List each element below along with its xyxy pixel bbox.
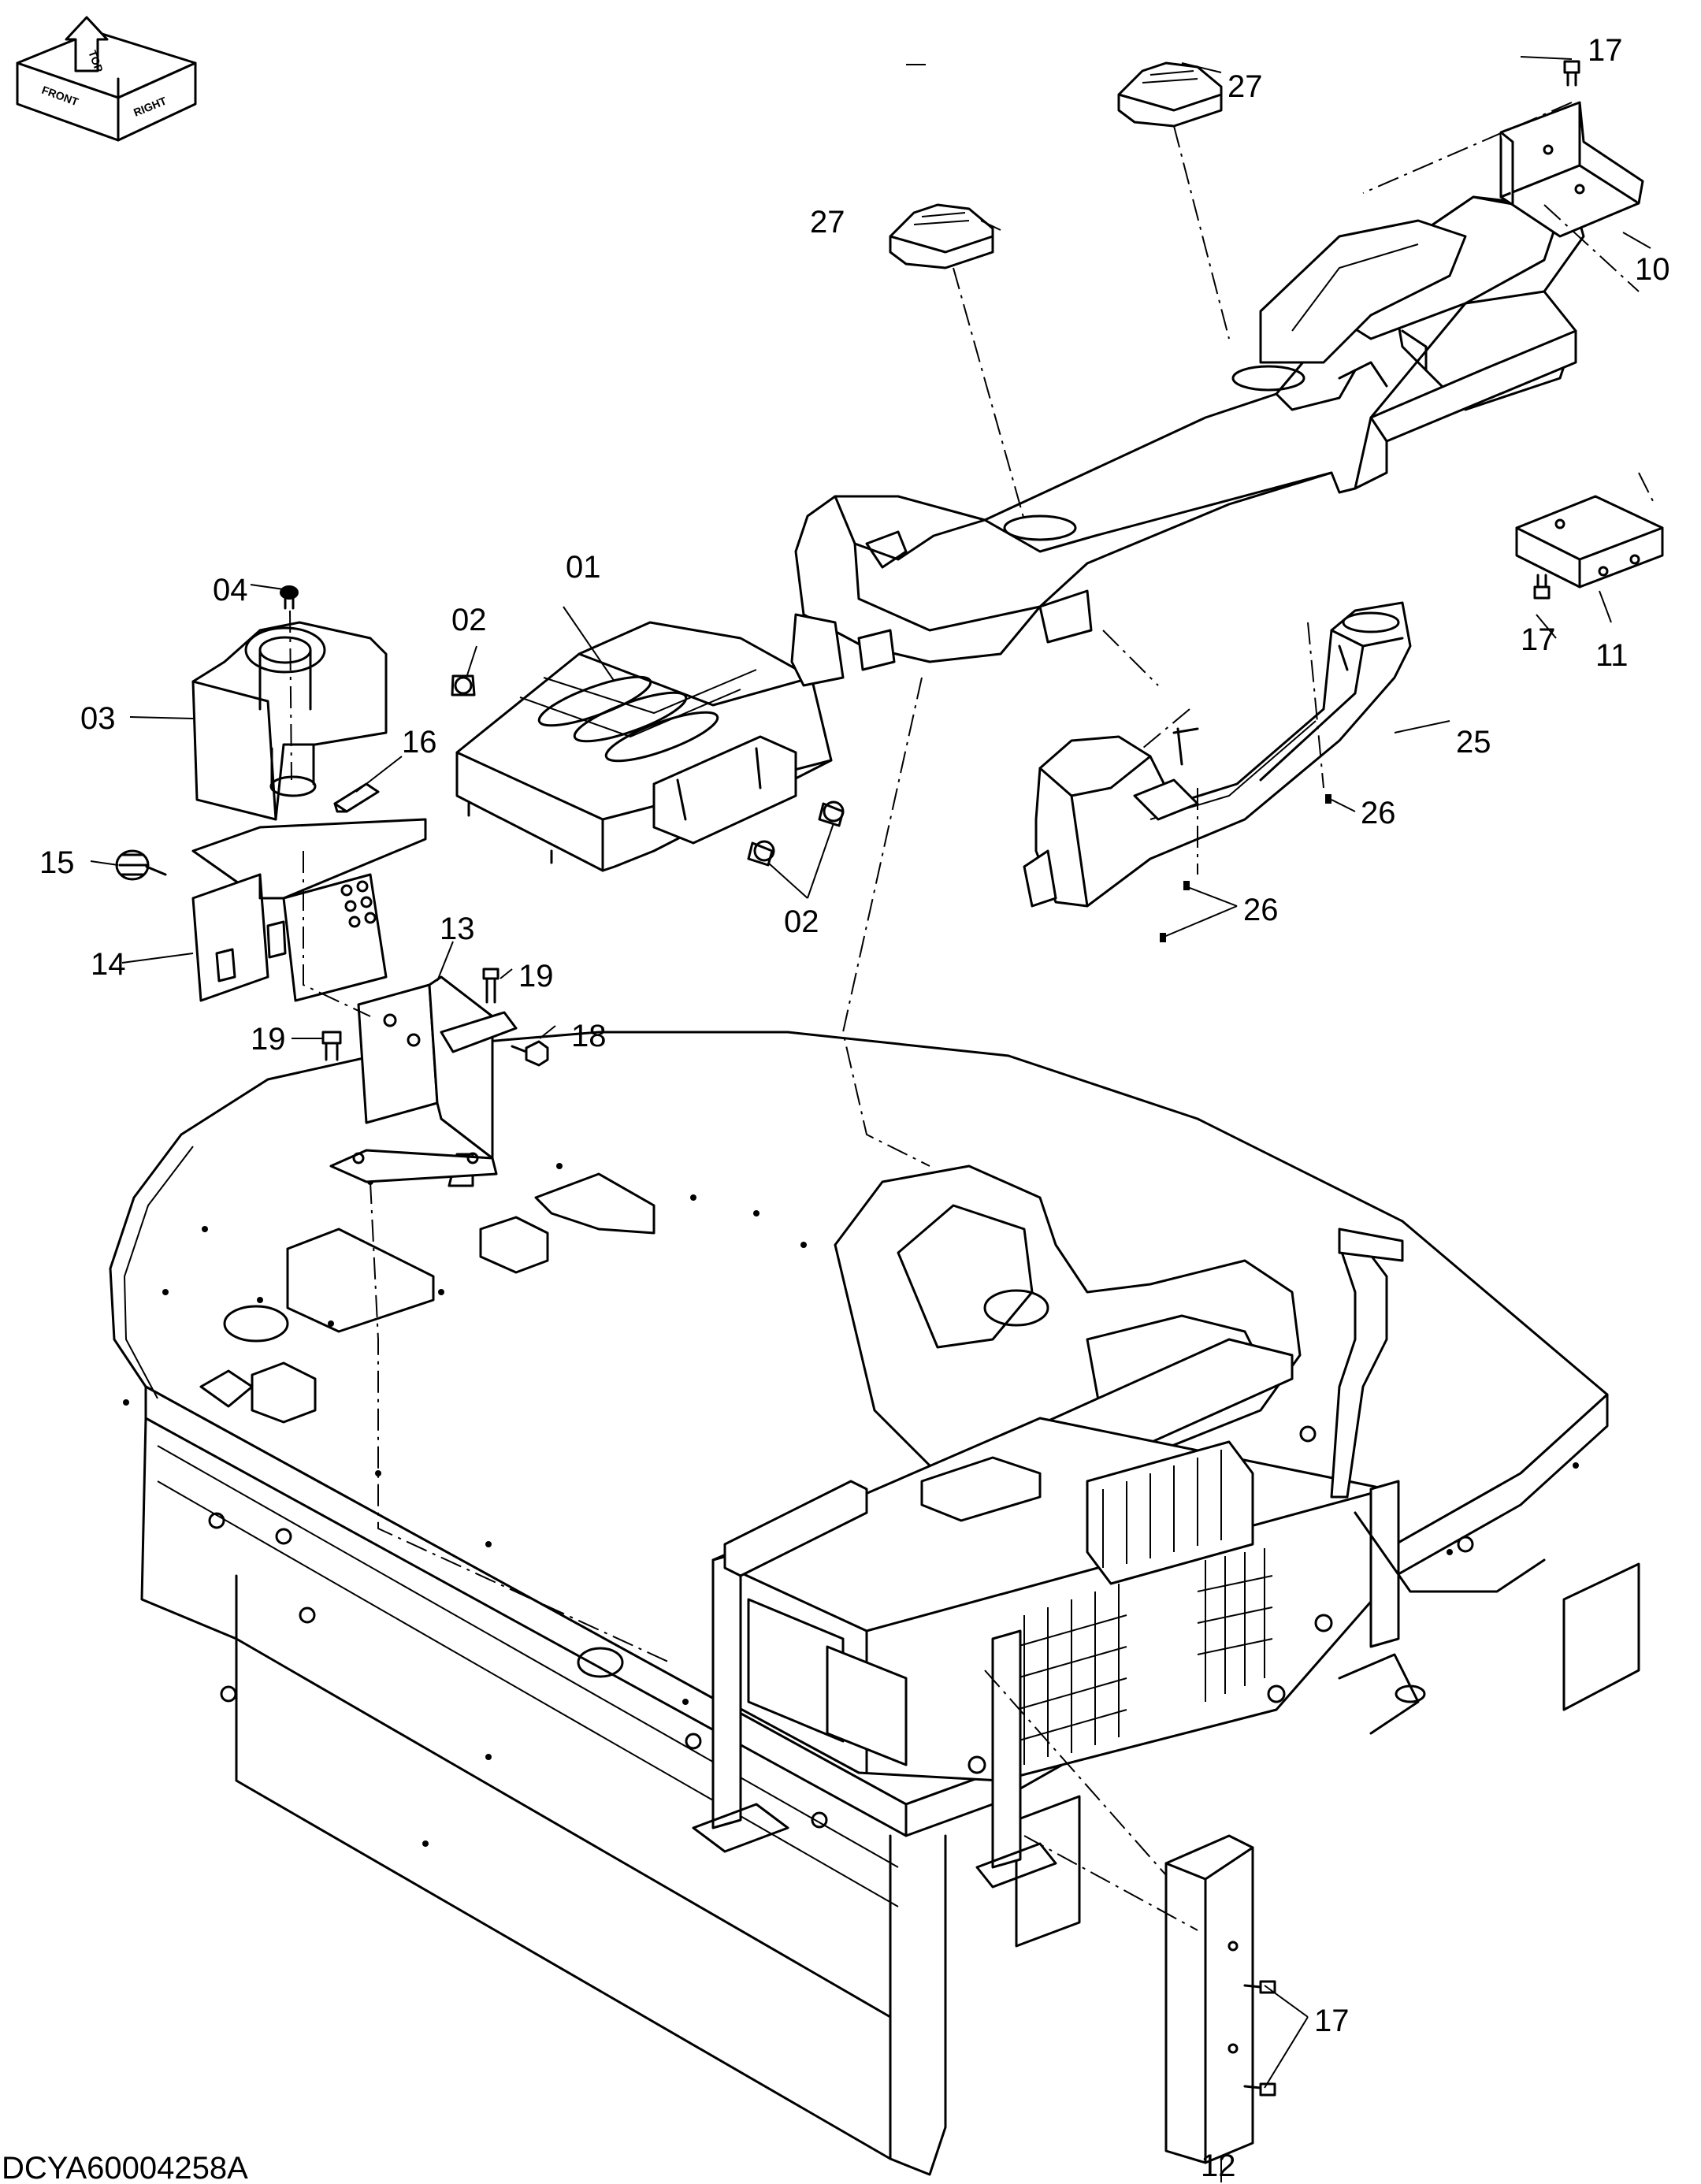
part-15-knob — [115, 849, 167, 881]
callout-17-mid: 17 — [1521, 622, 1556, 657]
callout-19-upper: 19 — [518, 959, 554, 994]
part-16-spacer — [333, 782, 380, 813]
part-02-retainer-clips — [451, 674, 845, 867]
callout-labels: 01 02 02 03 04 10 11 12 13 14 15 16 17 1… — [39, 33, 1670, 2183]
part-27-dome-lights — [889, 61, 1223, 269]
callout-26-upper: 26 — [1361, 796, 1396, 830]
callout-02-right: 02 — [784, 904, 819, 939]
callout-04: 04 — [213, 573, 248, 607]
bolts-18-19 — [321, 968, 549, 1067]
roof-duct-frame — [790, 195, 1585, 687]
hvac-unit-assembly — [692, 1164, 1546, 1889]
callout-02-left: 02 — [451, 603, 487, 637]
callout-17-top: 17 — [1588, 33, 1623, 68]
part-14-bracket — [191, 818, 427, 1002]
callout-16: 16 — [402, 725, 437, 760]
callout-17-bottom: 17 — [1314, 2004, 1350, 2038]
part-01-console-cover — [455, 621, 833, 872]
part-12-side-cover — [1164, 1834, 1254, 2164]
callout-27-right: 27 — [1227, 69, 1263, 104]
callout-27-left: 27 — [810, 205, 845, 240]
callout-14: 14 — [91, 947, 126, 982]
callout-18: 18 — [571, 1019, 607, 1053]
callout-13: 13 — [440, 912, 475, 946]
part-04-bolt — [280, 585, 299, 610]
leader-lines — [90, 56, 1651, 2182]
callout-10: 10 — [1635, 252, 1670, 287]
callout-01: 01 — [566, 550, 601, 585]
callout-03: 03 — [80, 701, 116, 736]
callout-19-lower: 19 — [251, 1022, 286, 1057]
callout-12: 12 — [1201, 2149, 1236, 2183]
part-11-bracket — [1515, 495, 1664, 589]
callout-25: 25 — [1456, 725, 1491, 760]
callout-15: 15 — [39, 845, 75, 880]
orientation-cube-icon: FRONT TOP RIGHT — [16, 16, 197, 142]
part-13-mounting-bracket — [329, 975, 518, 1183]
part-25-air-duct — [1023, 601, 1412, 908]
part-17-bolts — [1243, 60, 1580, 2097]
drawing-reference-number: DCYA60004258A — [2, 2151, 248, 2184]
assembly-centerlines — [289, 102, 1655, 1931]
part-03-cup-holder — [191, 621, 388, 821]
callout-11: 11 — [1595, 638, 1629, 673]
callout-26-lower: 26 — [1243, 893, 1279, 927]
part-10-bracket — [1499, 101, 1644, 238]
